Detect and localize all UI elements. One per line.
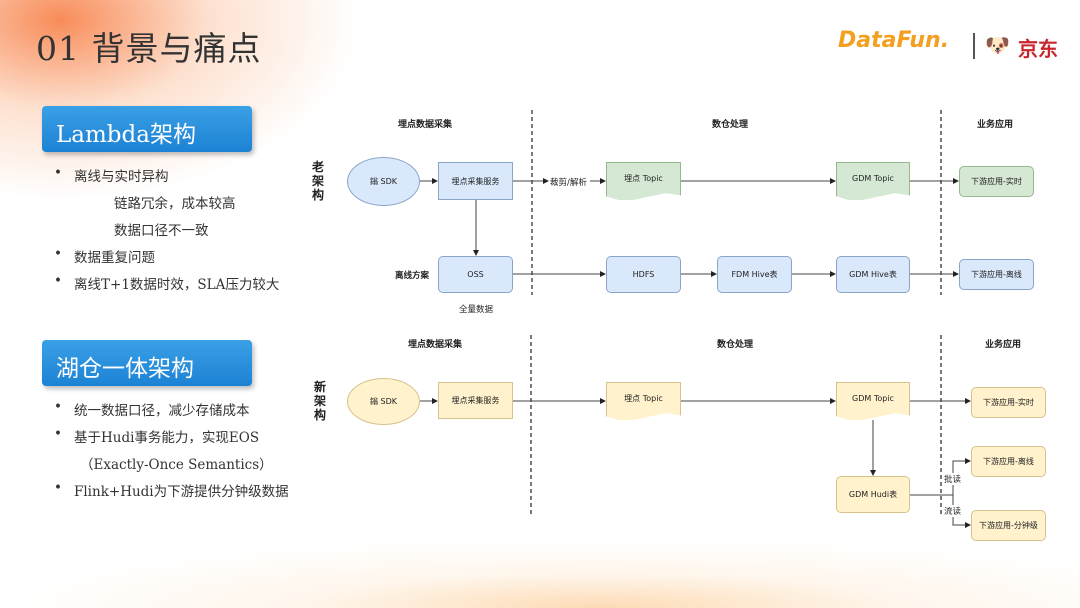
page-title: 01 背景与痛点	[36, 29, 262, 68]
new-header-collect: 埋点数据采集	[407, 340, 462, 350]
old-arch-label: 老架构	[311, 160, 324, 202]
batch-read-label: 批读	[944, 473, 962, 485]
oss-node: OSS	[438, 256, 513, 293]
logo-divider	[973, 33, 975, 59]
gdm-hive-node: GDM Hive表	[836, 256, 910, 293]
old-topic-node: 埋点 Topic	[606, 162, 681, 200]
bullet: 数据重复问题	[54, 246, 155, 266]
old-header-app: 业务应用	[976, 120, 1013, 130]
new-header-app: 业务应用	[984, 340, 1021, 350]
jd-logo: 京东	[1018, 37, 1058, 61]
new-sdk-node: 鎓 SDK	[347, 378, 420, 425]
hdfs-node: HDFS	[606, 256, 681, 293]
new-realtime-app-node: 下游应用-实时	[971, 387, 1046, 418]
new-offline-app-node: 下游应用-离线	[971, 446, 1046, 477]
old-sdk-node: 鎓 SDK	[347, 157, 420, 206]
gdm-hudi-node: GDM Hudi表	[836, 476, 910, 513]
bullet: Flink+Hudi为下游提供分钟级数据	[54, 480, 289, 500]
old-header-dw: 数仓处理	[711, 120, 748, 130]
jd-dog-icon: 🐶	[985, 33, 1010, 57]
bullet: 离线与实时异构	[54, 165, 168, 185]
datafun-logo: DataFun.	[838, 28, 950, 53]
sub-bullet: 数据口径不一致	[114, 223, 209, 239]
old-header-collect: 埋点数据采集	[397, 120, 452, 130]
full-data-label: 全量数据	[459, 305, 494, 315]
new-arch-label: 新架构	[313, 380, 326, 422]
bullet: 离线T+1数据时效，SLA压力较大	[54, 273, 279, 293]
old-offline-app-node: 下游应用-离线	[959, 259, 1034, 290]
minute-app-node: 下游应用-分钟级	[971, 510, 1046, 541]
sub-bullet: 链路冗余，成本较高	[114, 196, 236, 212]
trim-parse-label: 裁剪/解析	[550, 176, 587, 188]
bullet: 统一数据口径，减少存储成本	[54, 399, 249, 419]
new-collect-service-node: 埋点采集服务	[438, 382, 513, 419]
lambda-heading: Lambda架构	[42, 106, 252, 152]
new-header-dw: 数仓处理	[716, 340, 753, 350]
fdm-hive-node: FDM Hive表	[717, 256, 792, 293]
old-realtime-app-node: 下游应用-实时	[959, 166, 1034, 197]
offline-plan-label: 离线方案	[395, 271, 430, 281]
old-collect-service-node: 埋点采集服务	[438, 162, 513, 200]
lakehouse-heading: 湖仓一体架构	[42, 340, 252, 386]
bullet: 基于Hudi事务能力，实现EOS	[54, 426, 259, 446]
stream-read-label: 流读	[944, 505, 962, 517]
bullet-continuation: （Exactly-Once Semantics）	[80, 457, 273, 473]
